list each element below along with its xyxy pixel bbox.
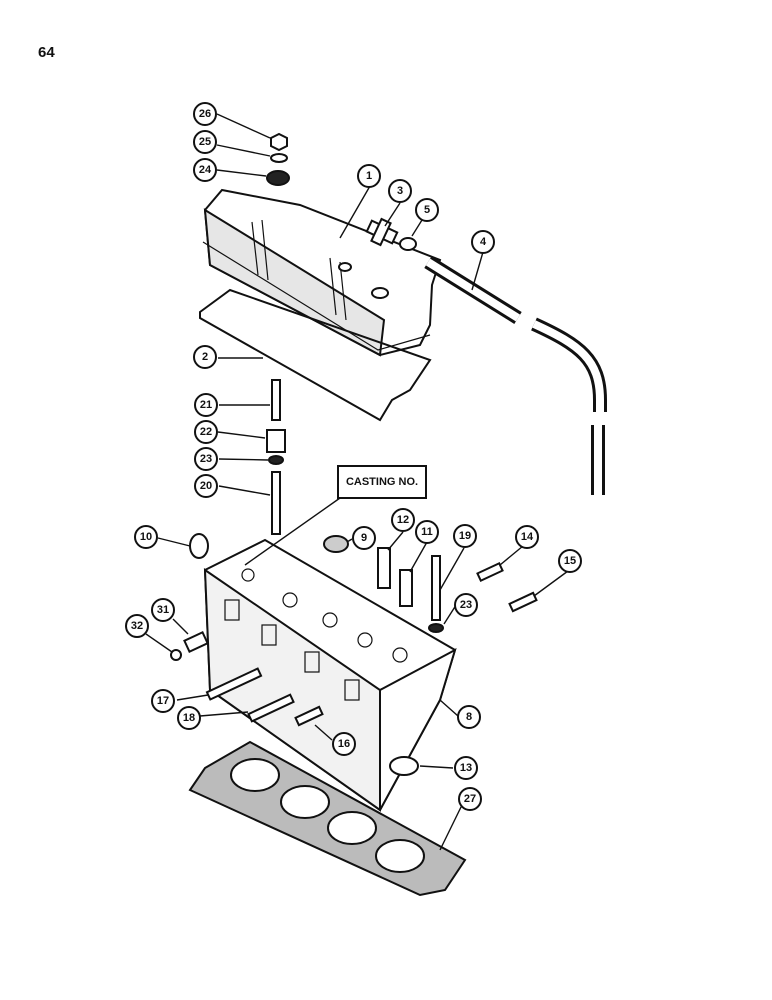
callout-27: 27	[458, 787, 482, 811]
leader-lines	[145, 113, 569, 851]
svg-text:2: 2	[202, 351, 208, 363]
rocker-cover-gasket	[199, 288, 432, 422]
stud-16	[294, 705, 324, 727]
svg-text:14: 14	[521, 531, 534, 543]
svg-text:27: 27	[464, 793, 476, 805]
cover-washer	[270, 153, 288, 163]
casting-label-text: CASTING NO.	[346, 476, 418, 488]
svg-text:17: 17	[157, 695, 169, 707]
page-number: 64	[38, 44, 55, 61]
cover-stud-upper	[271, 379, 281, 421]
temperature-sender	[183, 631, 209, 653]
svg-text:23: 23	[460, 599, 472, 611]
valve-guide-11	[399, 569, 413, 607]
stud-14	[476, 561, 504, 583]
cover-grommet	[266, 170, 290, 186]
cover-stud-lower	[271, 471, 281, 535]
callout-24: 24	[193, 158, 217, 182]
callout-25: 25	[193, 130, 217, 154]
svg-text:4: 4	[480, 236, 487, 248]
svg-text:18: 18	[183, 712, 195, 724]
hose-clamp	[399, 237, 417, 251]
cover-stud-washer	[268, 455, 284, 465]
valve-seal	[323, 535, 349, 553]
callout-11: 11	[415, 520, 439, 544]
callout-12: 12	[391, 508, 415, 532]
casting-number-label: CASTING NO.	[244, 465, 427, 566]
svg-text:5: 5	[424, 204, 430, 216]
svg-text:3: 3	[397, 185, 403, 197]
svg-text:1: 1	[366, 170, 372, 182]
callout-8: 8	[457, 705, 481, 729]
head-stud-long	[431, 555, 441, 621]
svg-text:24: 24	[199, 164, 212, 176]
svg-text:10: 10	[140, 531, 152, 543]
callout-23b: 23	[454, 593, 478, 617]
callout-17: 17	[151, 689, 175, 713]
callout-31: 31	[151, 598, 175, 622]
callout-1: 1	[357, 164, 381, 188]
svg-text:20: 20	[200, 480, 212, 492]
svg-text:31: 31	[157, 604, 169, 616]
callout-15: 15	[558, 549, 582, 573]
stud-18	[247, 693, 295, 723]
callout-16: 16	[332, 732, 356, 756]
callout-9: 9	[352, 526, 376, 550]
callout-10: 10	[134, 525, 158, 549]
callout-18: 18	[177, 706, 201, 730]
callout-21: 21	[194, 393, 218, 417]
svg-text:21: 21	[200, 399, 212, 411]
rocker-cover	[202, 188, 442, 357]
o-ring	[189, 533, 209, 559]
valve-guide-12	[377, 547, 391, 589]
cover-spacer	[266, 429, 286, 453]
svg-text:32: 32	[131, 620, 143, 632]
callout-3: 3	[388, 179, 412, 203]
callout-22: 22	[194, 420, 218, 444]
svg-text:15: 15	[564, 555, 576, 567]
plug	[170, 649, 182, 661]
stud-15	[508, 591, 538, 613]
callout-2: 2	[193, 345, 217, 369]
svg-text:25: 25	[199, 136, 211, 148]
callout-4: 4	[471, 230, 495, 254]
breather-hose	[424, 256, 607, 495]
cover-nut	[270, 132, 288, 152]
exhaust-seal	[389, 756, 419, 776]
callout-20: 20	[194, 474, 218, 498]
svg-text:13: 13	[460, 762, 472, 774]
callout-23: 23	[194, 447, 218, 471]
stud-17	[205, 667, 263, 701]
callout-14: 14	[515, 525, 539, 549]
callout-19: 19	[453, 524, 477, 548]
svg-text:19: 19	[459, 530, 471, 542]
svg-text:22: 22	[200, 426, 212, 438]
head-gasket	[188, 740, 467, 897]
svg-text:8: 8	[466, 711, 472, 723]
svg-text:9: 9	[361, 532, 367, 544]
callout-26: 26	[193, 102, 217, 126]
svg-text:26: 26	[199, 108, 211, 120]
svg-text:23: 23	[200, 453, 212, 465]
svg-text:12: 12	[397, 514, 409, 526]
callout-13: 13	[454, 756, 478, 780]
callout-32: 32	[125, 614, 149, 638]
svg-text:16: 16	[338, 738, 350, 750]
callout-5: 5	[415, 198, 439, 222]
head-stud-washer	[428, 623, 444, 633]
breather-tee	[365, 217, 399, 247]
svg-text:11: 11	[421, 526, 433, 538]
